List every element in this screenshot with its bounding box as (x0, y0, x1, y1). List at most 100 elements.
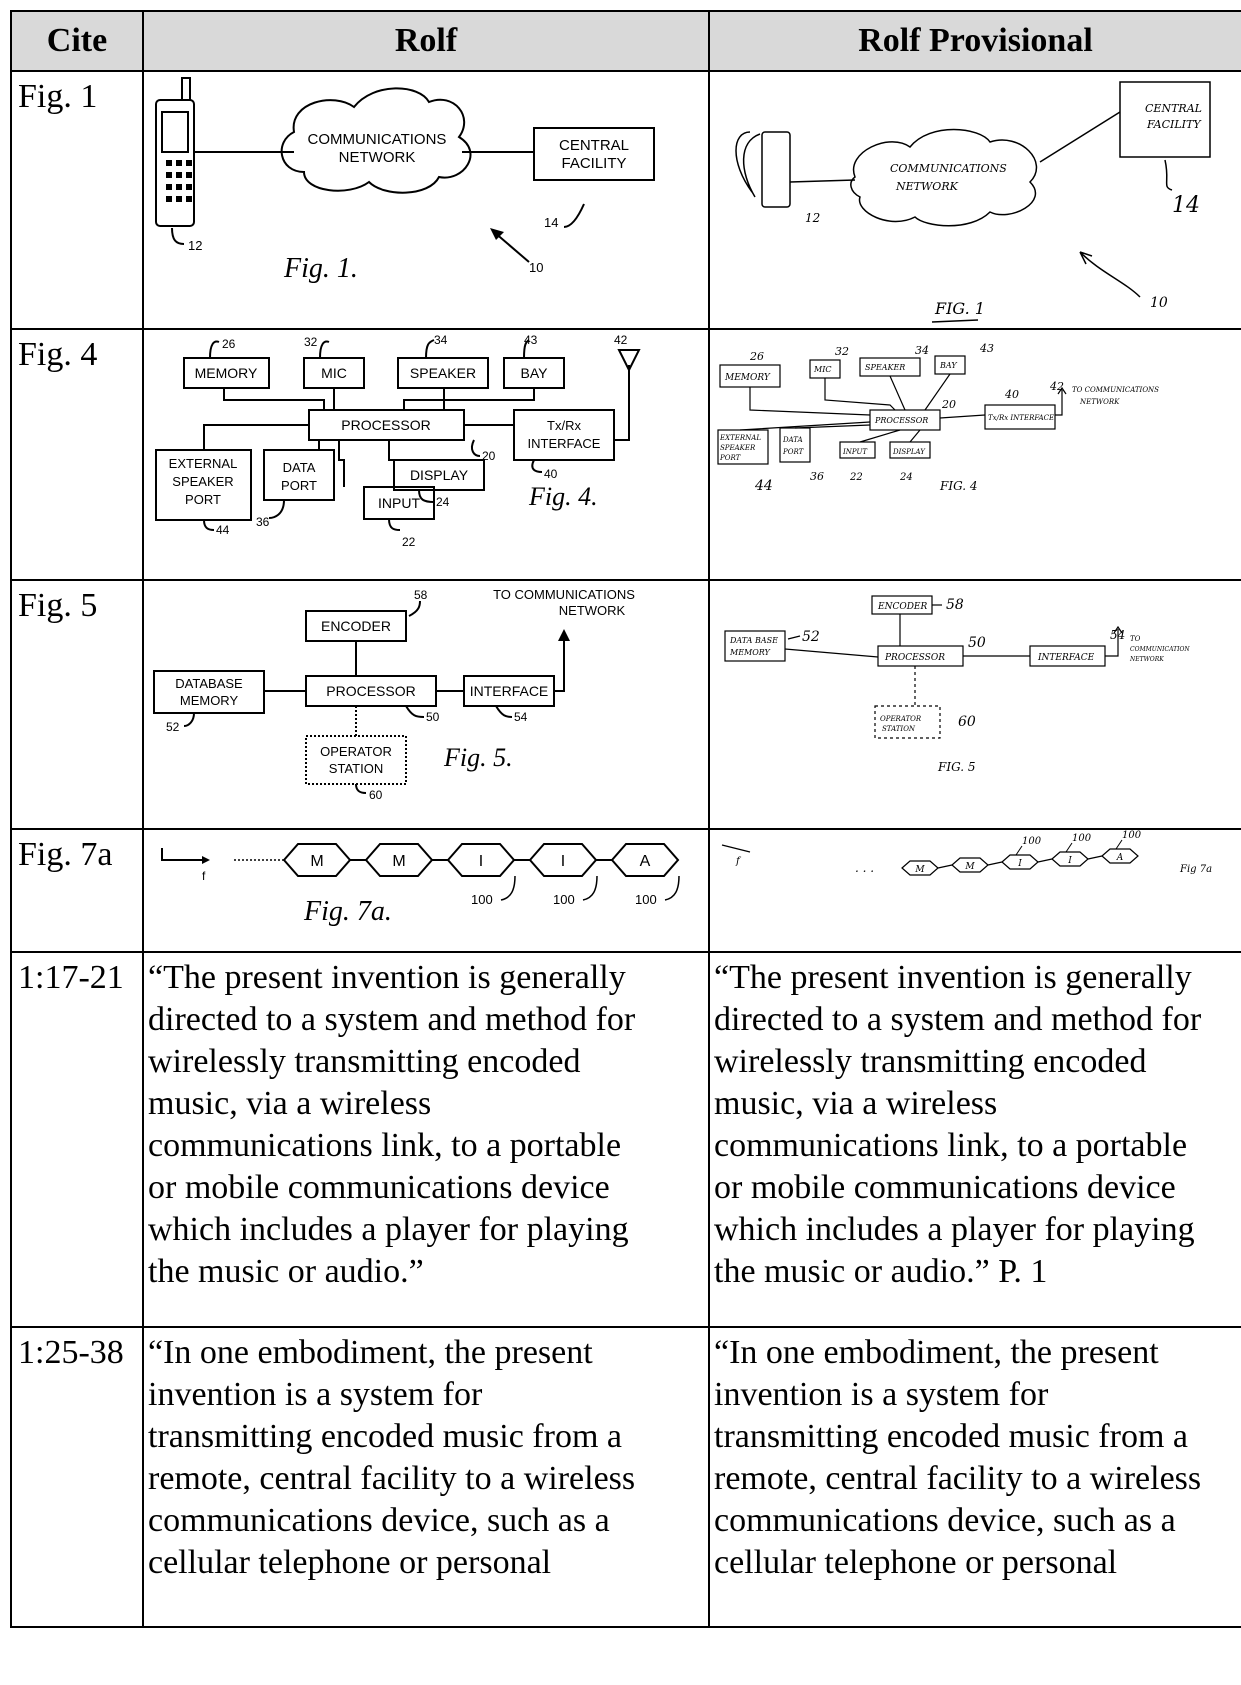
operator-station-box: OPERATOR (320, 744, 392, 759)
processor-box: PROCESSOR (341, 417, 430, 433)
bay-box: BAY (939, 361, 957, 370)
network-label: NETWORK (895, 180, 959, 193)
text-line: transmitting encoded music from a (714, 1418, 1188, 1455)
ref-label: 60 (369, 788, 383, 802)
memory-box: MEMORY (724, 373, 771, 383)
ref-label: 44 (754, 478, 773, 494)
ref-label: 58 (946, 597, 964, 613)
to-network-label: COMMUNICATION (1130, 646, 1190, 653)
interface-box: Tx/Rx INTERFACE (988, 414, 1054, 422)
provisional-fig1-drawing: CENTRAL FACILITY COMMUNICATIONS NETWORK … (735, 81, 1211, 323)
ref-label: 50 (968, 635, 986, 651)
ref-label: 22 (849, 472, 863, 483)
text-line: wirelessly transmitting encoded (148, 1043, 581, 1080)
ref-label: 10 (529, 260, 543, 275)
leader-line (582, 875, 598, 901)
facility-label: FACILITY (1146, 118, 1202, 131)
processor-box: PROCESSOR (874, 416, 928, 425)
cite-cell: Fig. 5 (10, 579, 144, 830)
facility-label: CENTRAL (1145, 102, 1202, 115)
operator-station-box: STATION (329, 761, 383, 776)
mic-box: MIC (813, 365, 831, 374)
f-label: f (202, 869, 206, 883)
data-port-box: PORT (281, 478, 317, 493)
ref-label: 36 (256, 515, 270, 529)
ref-label: 20 (941, 398, 956, 411)
header-cite: Cite (10, 10, 144, 72)
ref-label: 12 (805, 211, 820, 225)
chain-link (937, 864, 953, 869)
cite-cell: Fig. 4 (10, 328, 144, 581)
text-line: transmitting encoded music from a (148, 1418, 622, 1455)
input-box: INPUT (842, 448, 868, 456)
ref-label: 44 (216, 523, 230, 537)
ref-label: 34 (434, 333, 448, 347)
ref-label: 26 (222, 337, 236, 351)
to-network-label: NETWORK (559, 603, 626, 618)
figure-caption: FIG. 1 (934, 299, 985, 318)
bay-box: BAY (521, 365, 549, 381)
ref-label: 54 (514, 710, 528, 724)
memory-box: MEMORY (195, 365, 258, 381)
to-network-label: TO COMMUNICATIONS (1072, 386, 1159, 394)
rolf-fig5-drawing: TO COMMUNICATIONS NETWORK ENCODER DATABA… (153, 587, 635, 802)
figure-caption: FIG. 4 (939, 479, 978, 493)
text-line: which includes a player for playing (148, 1211, 629, 1248)
text-line: or mobile communications device (714, 1169, 1176, 1206)
leader-line (1065, 842, 1073, 853)
rolf-figure-cell: COMMUNICATIONS NETWORK CENTRAL FACILITY … (142, 70, 710, 330)
ref-label: 32 (304, 335, 318, 349)
ref-label: 100 (1122, 830, 1142, 841)
ref-label: 100 (553, 892, 575, 907)
external-speaker-port-box: EXTERNAL (719, 434, 761, 442)
header-rolf-provisional: Rolf Provisional (708, 10, 1241, 72)
cite-cell: Fig. 7a (10, 828, 144, 953)
database-memory-box: MEMORY (729, 648, 771, 657)
ref-label: 26 (749, 350, 764, 363)
to-network-label: TO COMMUNICATIONS (493, 587, 635, 602)
ref-label: 14 (1172, 193, 1200, 218)
ref-label: 20 (482, 449, 496, 463)
chain-link (987, 861, 1003, 866)
mic-box: MIC (321, 365, 347, 381)
figure-caption: Fig. 7a. (303, 896, 392, 927)
text-line: music, via a wireless (148, 1085, 432, 1122)
text-line: “The present invention is generally (148, 959, 626, 996)
to-network-label: NETWORK (1129, 656, 1164, 663)
figure-caption: Fig 7a (1179, 864, 1212, 875)
figure-caption: Fig. 5. (443, 743, 513, 772)
ref-label: 100 (471, 892, 493, 907)
interface-box: INTERFACE (528, 436, 601, 451)
data-port-box: DATA (782, 436, 803, 444)
text-line: invention is a system for (148, 1376, 483, 1413)
rolf-figure-cell: TO COMMUNICATIONS NETWORK ENCODER DATABA… (142, 579, 710, 830)
table-row: Fig. 4 (10, 328, 1241, 581)
comparison-table: Cite Rolf Rolf Provisional Fig. 1 (10, 10, 1241, 1628)
ref-label: 100 (635, 892, 657, 907)
frame-cell-shape (610, 843, 680, 877)
network-label: NETWORK (339, 149, 416, 166)
ref-label: 60 (958, 714, 976, 730)
text-line: communications device, such as a (148, 1502, 610, 1539)
frame-cell-label: I (479, 853, 483, 870)
database-memory-box: MEMORY (180, 693, 239, 708)
ref-label: 54 (1110, 628, 1125, 642)
table-row: Fig. 1 (10, 70, 1241, 330)
frame-cell-label: I (1017, 859, 1022, 869)
cite-cell: Fig. 1 (10, 70, 144, 330)
provisional-fig4-drawing: MEMORY MIC SPEAKER BAY PROCESSOR Tx/Rx I… (717, 342, 1159, 494)
provisional-figure-cell: ENCODER DATA BASE MEMORY PROCESSOR INTER… (708, 579, 1241, 830)
interface-box: INTERFACE (470, 683, 549, 699)
text-line: cellular telephone or personal (148, 1544, 552, 1581)
frame-cell-label: A (640, 853, 651, 870)
network-label: COMMUNICATIONS (890, 162, 1007, 175)
leader-line (500, 875, 516, 901)
ref-label: 40 (544, 467, 558, 481)
figure-caption: Fig. 1. (283, 253, 358, 284)
header-rolf: Rolf (142, 10, 710, 72)
speaker-box: SPEAKER (865, 363, 905, 372)
